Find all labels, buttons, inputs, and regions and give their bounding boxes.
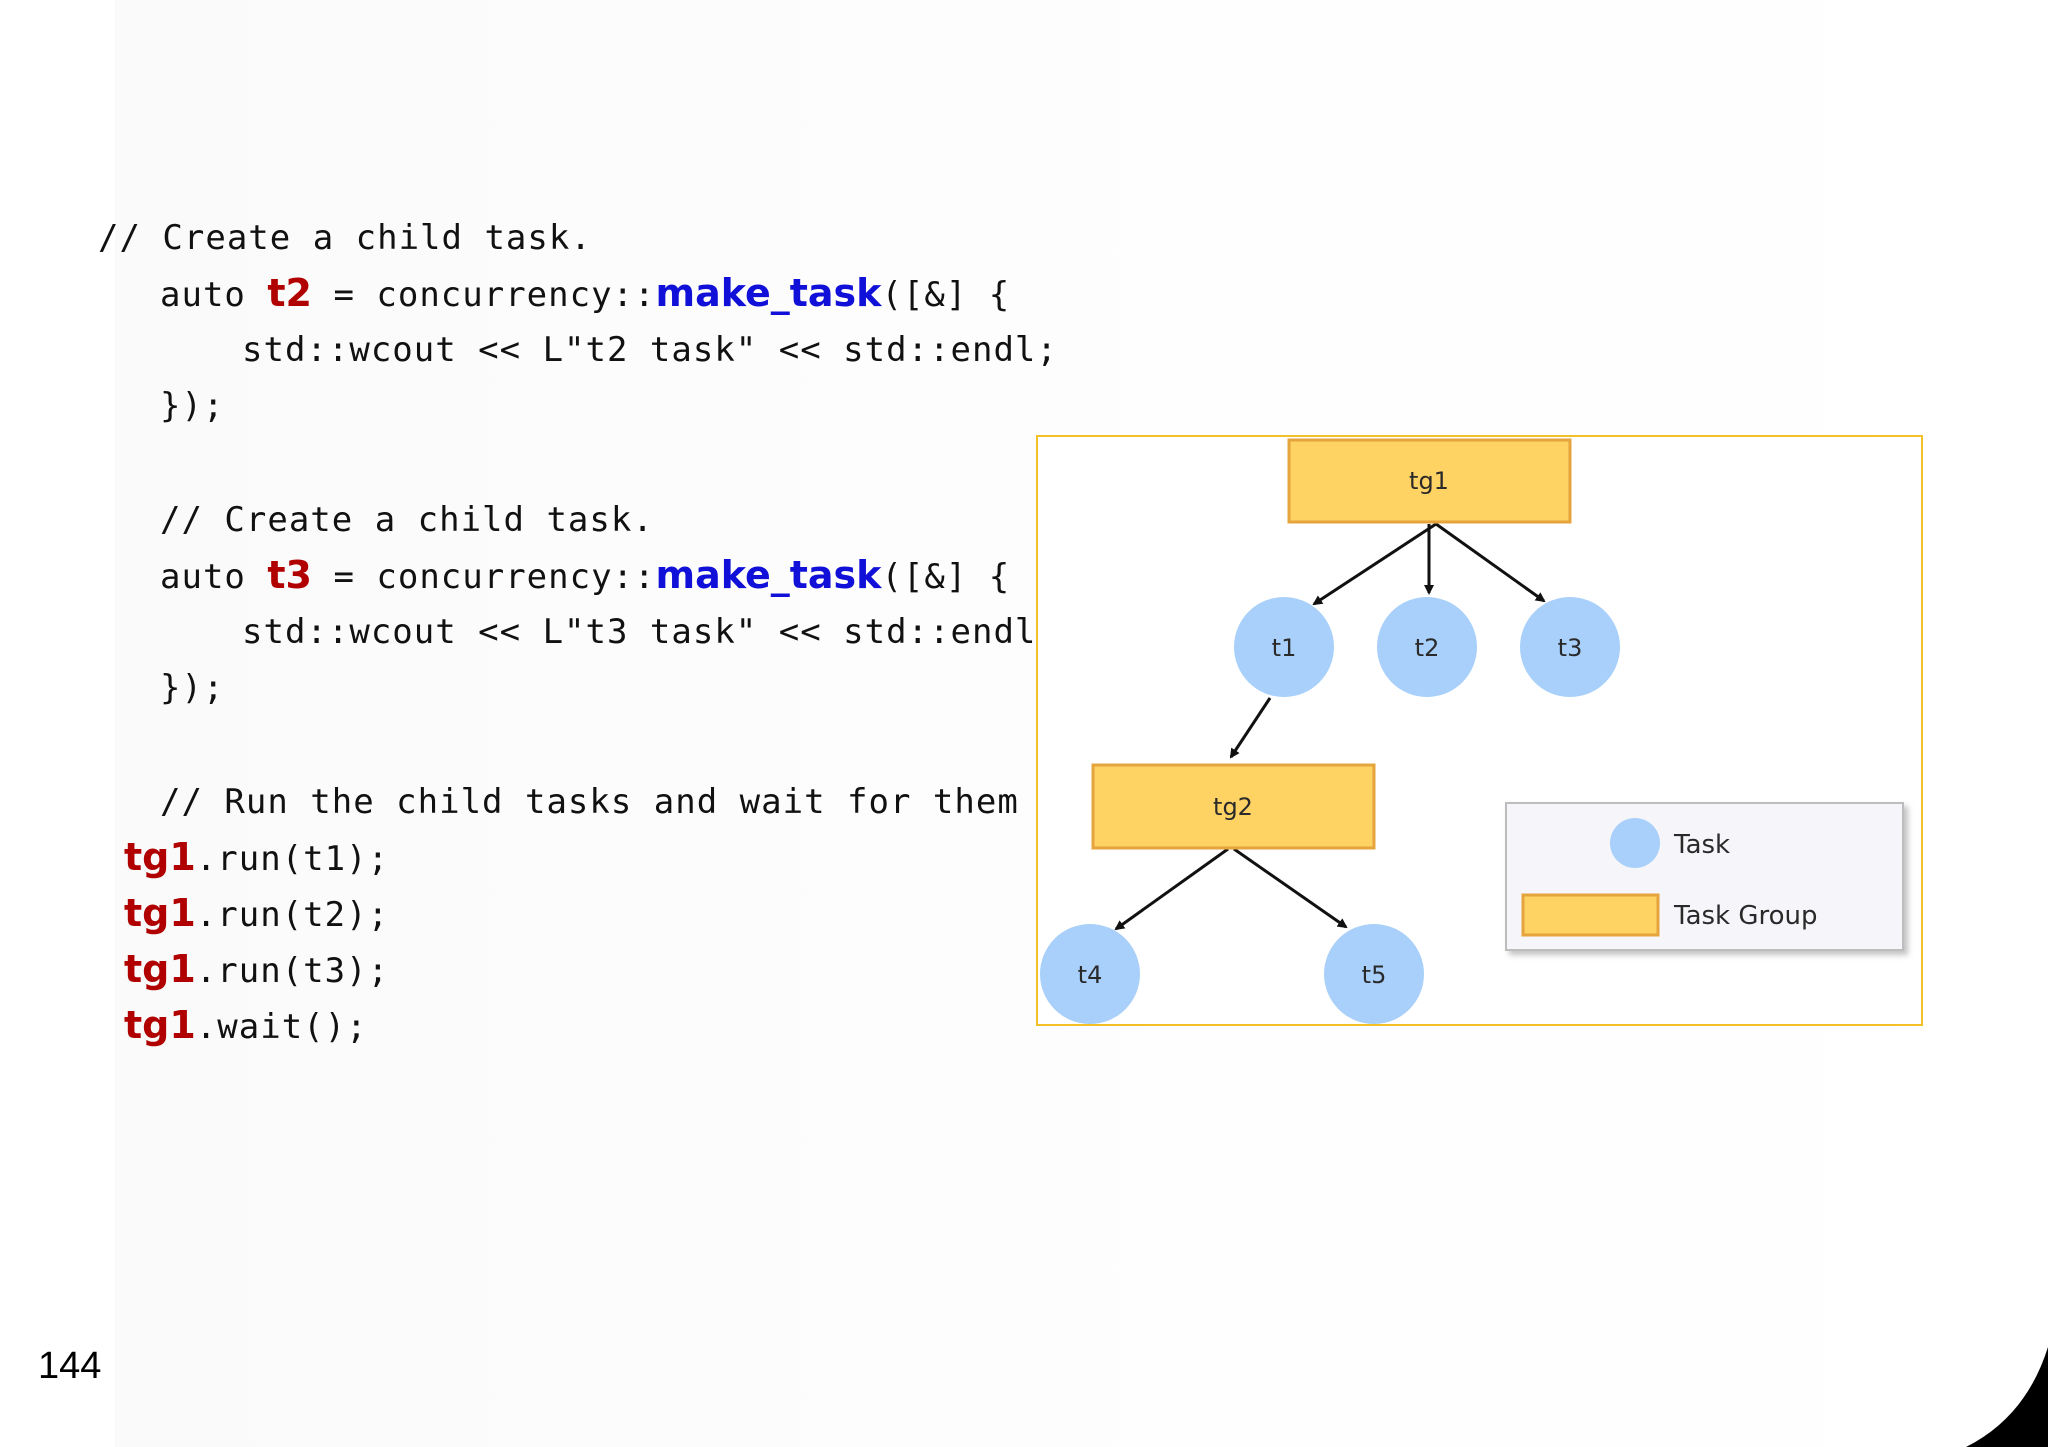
- call-run: .run(t2);: [195, 895, 390, 935]
- task-group-diagram: tg1 tg2 t1 t2 t3 t4 t5 Task Task Group: [1036, 435, 1923, 1026]
- edge-tg1-t3: [1435, 522, 1546, 603]
- legend: Task Task Group: [1505, 802, 1904, 951]
- task-t2-label: t2: [1415, 634, 1440, 662]
- code-line-t2-body: std::wcout << L"t2 task" << std::endl;: [242, 330, 1058, 370]
- edge-t1-tg2: [1229, 697, 1272, 759]
- function-make-task: make_task: [655, 553, 882, 597]
- code-block: // Create a child task. auto t2 = concur…: [0, 0, 1082, 1100]
- task-t1: [1234, 597, 1334, 697]
- variable-tg1: tg1: [124, 947, 196, 991]
- page-number: 144: [38, 1345, 102, 1387]
- task-t5-label: t5: [1362, 961, 1387, 989]
- edge-tg2-t4: [1114, 847, 1229, 931]
- legend-task-label: Task: [1673, 830, 1730, 860]
- task-group-tg1: [1287, 438, 1572, 524]
- code-line-t3-body: std::wcout << L"t3 task" << std::endl;: [242, 612, 1058, 652]
- variable-tg1: tg1: [124, 891, 196, 935]
- code-comment-2: // Create a child task.: [160, 500, 654, 540]
- task-t2: [1377, 597, 1477, 697]
- task-t5: [1324, 924, 1424, 1024]
- call-run: .run(t3);: [195, 951, 390, 991]
- function-make-task: make_task: [655, 271, 882, 315]
- code-line-t2-close: });: [160, 386, 225, 426]
- namespace-text: = concurrency::: [311, 557, 656, 597]
- legend-group-label: Task Group: [1673, 901, 1818, 931]
- task-t4: [1040, 924, 1140, 1024]
- lambda-open: ([&] {: [881, 557, 1011, 597]
- edge-tg2-t5: [1233, 847, 1348, 929]
- variable-tg1: tg1: [124, 1003, 196, 1047]
- code-line-t2-decl: auto t2 = concurrency::make_task([&] {: [160, 273, 1010, 315]
- code-line-t3-close: });: [160, 668, 225, 708]
- code-comment-3: // Run the child tasks and wait for them…: [160, 782, 1084, 822]
- variable-tg1: tg1: [124, 835, 196, 879]
- lambda-open: ([&] {: [881, 275, 1011, 315]
- task-t3: [1520, 597, 1620, 697]
- code-line-t3-decl: auto t3 = concurrency::make_task([&] {: [160, 555, 1010, 597]
- edge-tg1-t1: [1312, 522, 1437, 606]
- keyword-auto: auto: [160, 557, 268, 597]
- code-line-run-t3: tg1.run(t3);: [124, 949, 389, 991]
- task-t1-label: t1: [1272, 634, 1297, 662]
- variable-t3: t3: [267, 553, 312, 597]
- namespace-text: = concurrency::: [311, 275, 656, 315]
- corner-decoration: [1966, 1347, 2048, 1447]
- call-wait: .wait();: [195, 1007, 368, 1047]
- legend-group-swatch: [1521, 893, 1660, 937]
- code-line-run-t2: tg1.run(t2);: [124, 893, 389, 935]
- diagram-svg: tg1 tg2 t1 t2 t3 t4 t5 Task Task Group: [1040, 438, 1904, 1024]
- call-run: .run(t1);: [195, 839, 390, 879]
- code-line-run-t1: tg1.run(t1);: [124, 837, 389, 879]
- code-comment-1: // Create a child task.: [98, 218, 592, 258]
- variable-t2: t2: [267, 271, 312, 315]
- task-group-tg2-label: tg2: [1213, 793, 1253, 821]
- code-line-wait: tg1.wait();: [124, 1005, 368, 1047]
- task-group-tg1-label: tg1: [1409, 467, 1449, 495]
- task-t4-label: t4: [1078, 961, 1103, 989]
- keyword-auto: auto: [160, 275, 268, 315]
- legend-task-swatch: [1610, 818, 1660, 868]
- task-t3-label: t3: [1558, 634, 1583, 662]
- task-group-tg2: [1091, 763, 1376, 850]
